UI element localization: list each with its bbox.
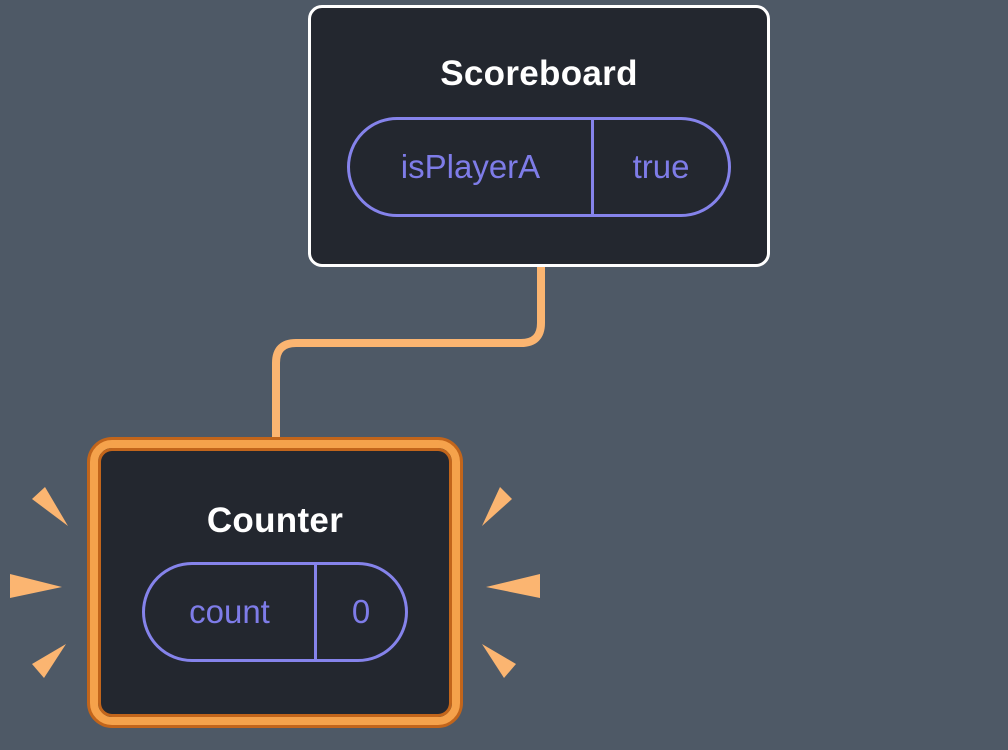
spark-icon: [486, 574, 540, 598]
scoreboard-state-key: isPlayerA: [350, 119, 594, 214]
counter-title: Counter: [206, 501, 344, 540]
connector-line: [272, 266, 545, 441]
counter-state-value: 0: [351, 593, 371, 630]
scoreboard-state-value: true: [632, 147, 690, 185]
counter-state-key: count: [145, 565, 317, 659]
spark-icon: [10, 574, 62, 598]
scoreboard-title: Scoreboard: [440, 53, 638, 93]
counter-state-pill: count 0: [142, 562, 408, 662]
scoreboard-state-pill: isPlayerA true: [347, 116, 731, 217]
spark-icon: [32, 487, 68, 526]
scoreboard-component-box: Scoreboard isPlayerA true: [308, 5, 770, 267]
spark-icon: [482, 487, 512, 526]
spark-icon: [482, 644, 516, 678]
counter-component-box: Counter count 0: [90, 440, 460, 725]
spark-icon: [32, 644, 66, 678]
